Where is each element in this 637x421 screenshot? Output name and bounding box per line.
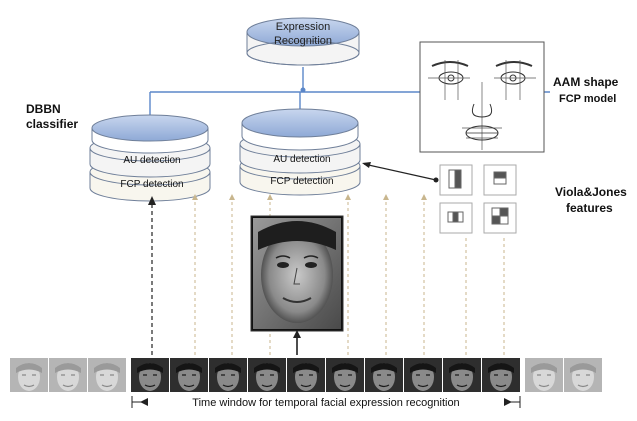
vj-label-line2: features bbox=[566, 201, 613, 215]
dbbn-label-line2: classifier bbox=[26, 117, 78, 131]
features-arrow bbox=[362, 162, 439, 183]
window-frame bbox=[248, 358, 286, 392]
left-classifier-stack: AU detection FCP detection bbox=[89, 114, 211, 202]
center-au-label: AU detection bbox=[273, 154, 330, 165]
center-fcp-label: FCP detection bbox=[270, 176, 333, 187]
left-fcp-label: FCP detection bbox=[120, 179, 183, 190]
filmstrip bbox=[10, 358, 602, 392]
time-window-label: Time window for temporal facial expressi… bbox=[192, 397, 459, 409]
vj-label-line1: Viola&Jones bbox=[555, 185, 627, 199]
expression-recognition-node: Expression Recognition bbox=[246, 17, 360, 66]
outside-left-frame bbox=[10, 358, 48, 392]
window-frame bbox=[365, 358, 403, 392]
window-frame bbox=[170, 358, 208, 392]
window-frame bbox=[326, 358, 364, 392]
top-node-line2: Recognition bbox=[274, 35, 332, 47]
outside-left-frame bbox=[88, 358, 126, 392]
top-node-line1: Expression bbox=[276, 21, 330, 33]
window-frame bbox=[287, 358, 325, 392]
window-frame bbox=[443, 358, 481, 392]
window-frame bbox=[131, 358, 169, 392]
aam-label-line2: FCP model bbox=[559, 93, 616, 105]
aam-label-line1: AAM shape bbox=[553, 75, 619, 89]
left-au-label: AU detection bbox=[123, 155, 180, 166]
viola-jones-features bbox=[439, 164, 517, 234]
window-frame bbox=[482, 358, 520, 392]
window-frame bbox=[209, 358, 247, 392]
outside-right-frame bbox=[525, 358, 563, 392]
outside-right-frame bbox=[564, 358, 602, 392]
center-classifier-stack: AU detection FCP detection bbox=[239, 108, 361, 196]
outside-left-frame bbox=[49, 358, 87, 392]
window-frame bbox=[404, 358, 442, 392]
dbbn-label-line1: DBBN bbox=[26, 102, 61, 116]
aam-shape-model bbox=[419, 41, 545, 153]
enlarged-face-image bbox=[250, 215, 344, 332]
